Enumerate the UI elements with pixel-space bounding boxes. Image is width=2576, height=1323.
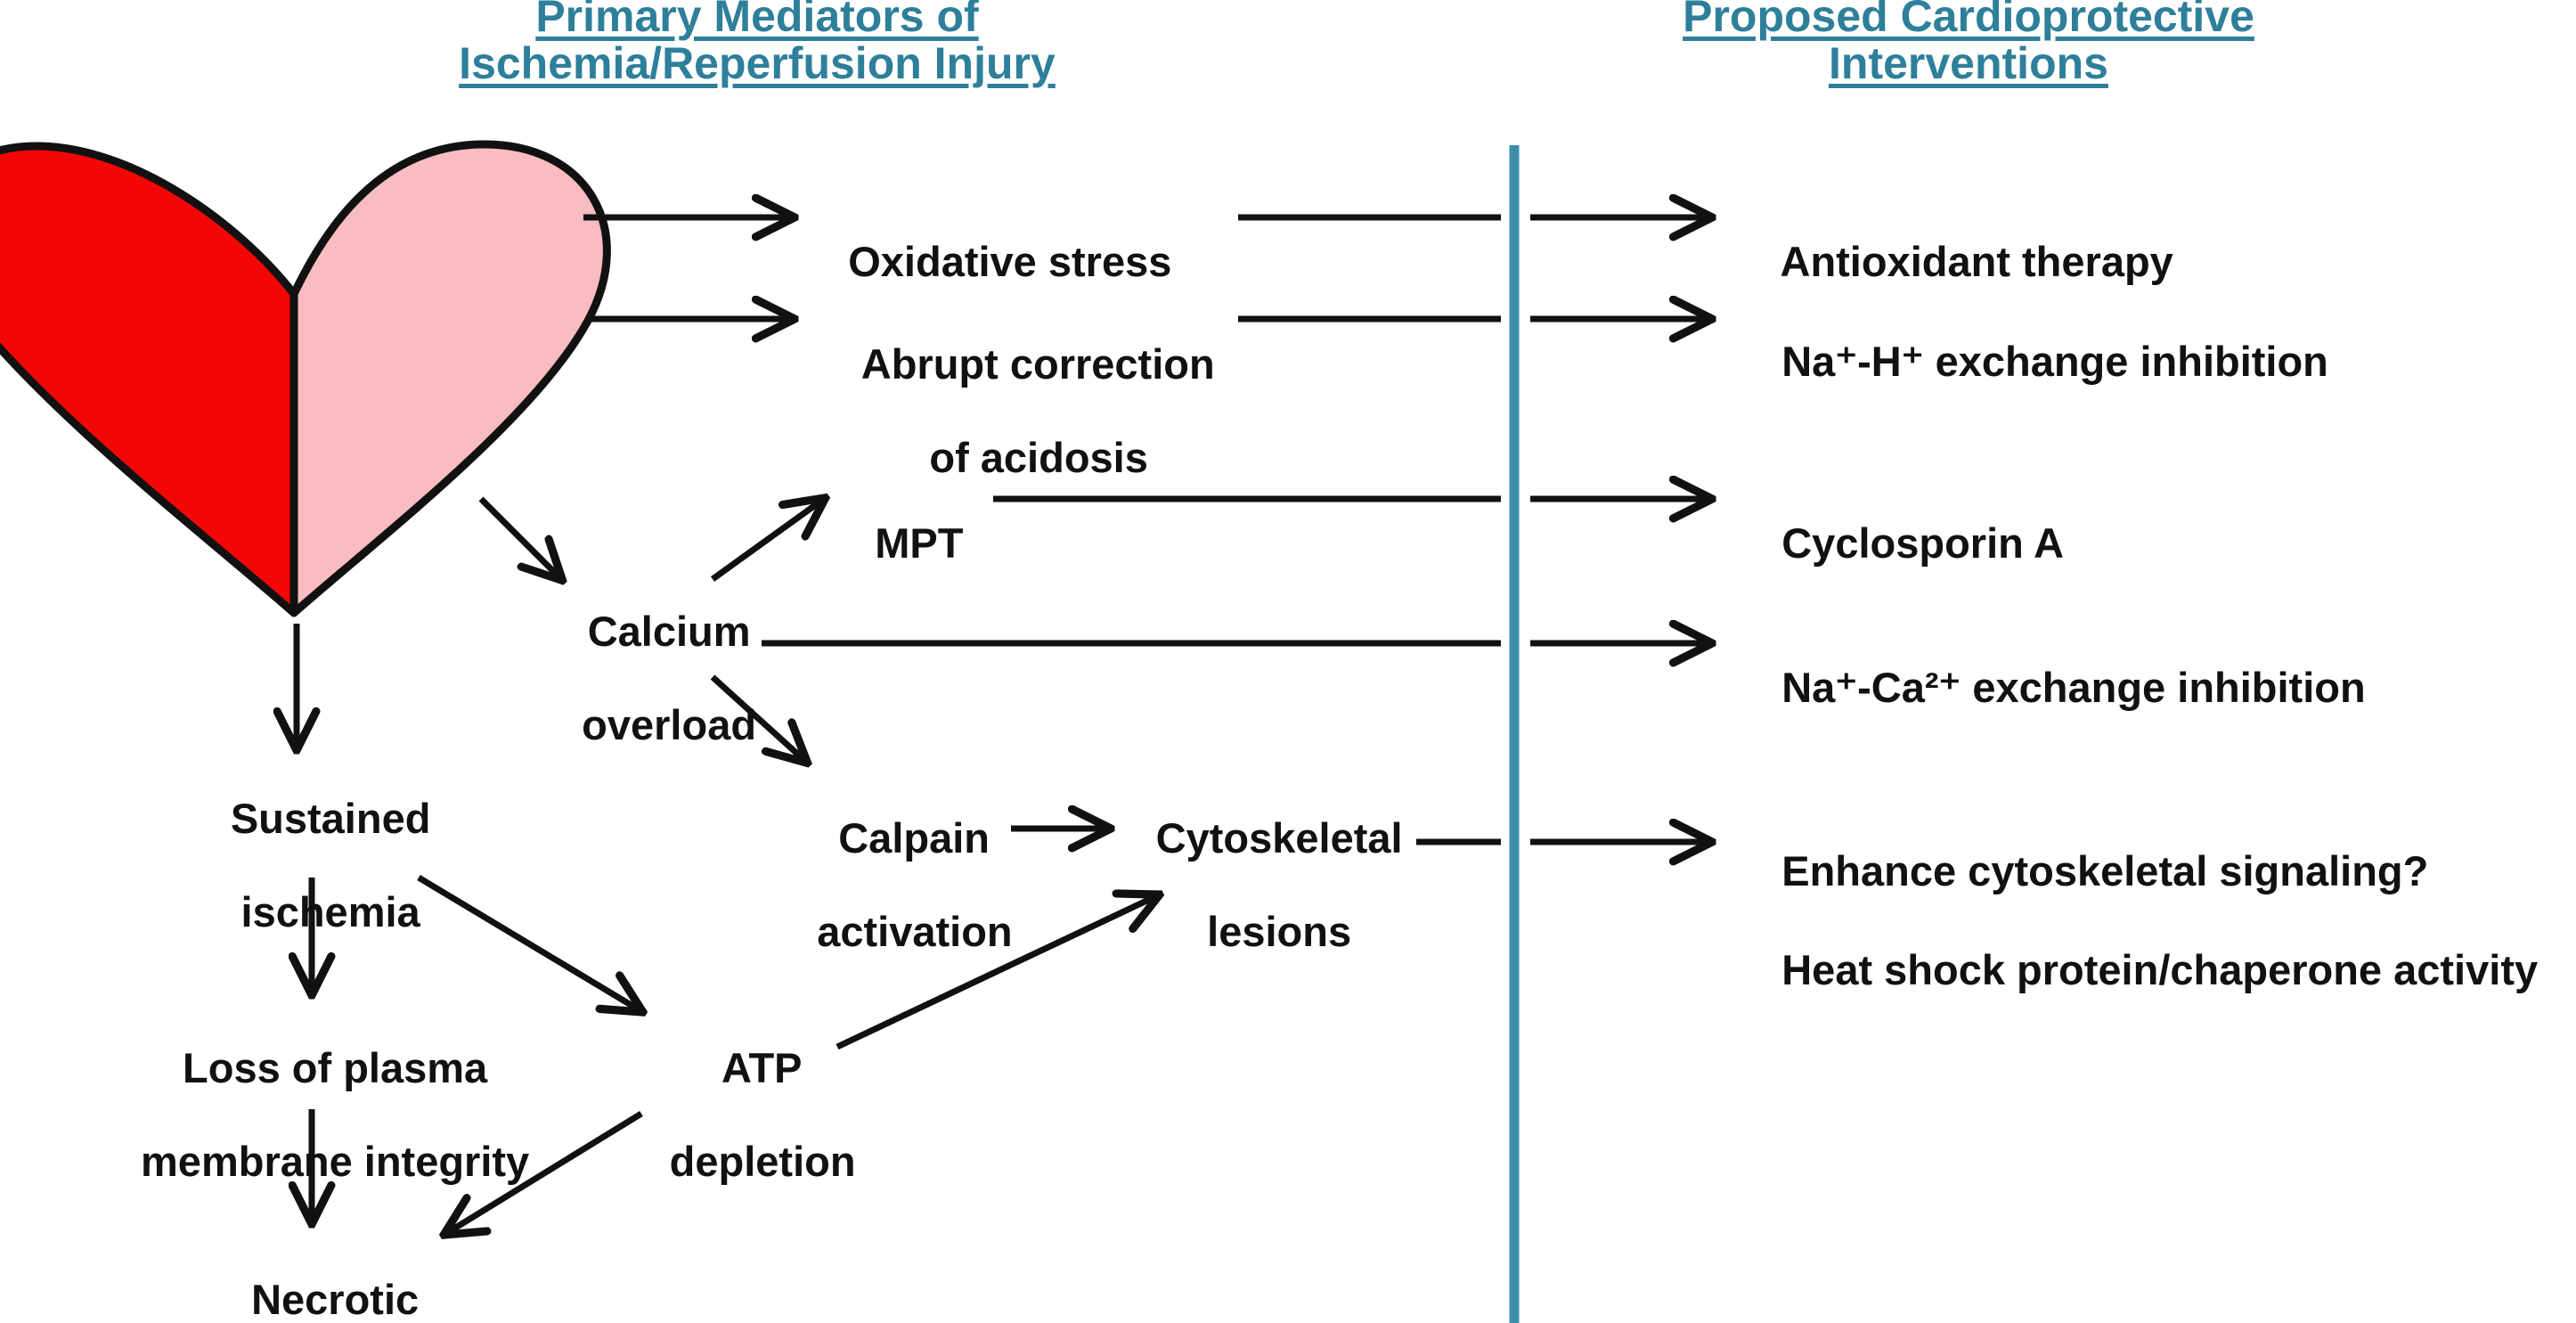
heading-left-line2: Ischemia/Reperfusion Injury [459,38,1056,88]
node-sustained-ischemia-line2: ischemia [240,887,420,935]
node-mpt-line1: MPT [875,519,964,567]
heart-left-half [0,142,298,617]
node-calpain-activation-line1: Calpain [838,813,990,862]
intervention-na-h-exchange-label: Na⁺-H⁺ exchange inhibition [1781,337,2328,385]
node-abrupt-correction-line1: Abrupt correction [860,339,1215,388]
node-atp-depletion-line1: ATP [721,1043,803,1091]
heading-left-line1: Primary Mediators of [535,0,979,41]
intervention-na-h-exchange-inhibition: Na⁺-H⁺ exchange inhibition [1735,291,2576,432]
intervention-antioxidant-therapy: Antioxidant therapy [1735,192,2537,332]
node-necrotic-death-line1: Necrotic [251,1275,420,1323]
heading-left: Primary Mediators of Ischemia/Reperfusio… [356,0,1158,87]
intervention-cyclosporin-a: Cyclosporin A [1735,473,2359,614]
node-abrupt-correction-line2: of acidosis [929,433,1148,481]
node-oxidative-stress: Oxidative stress [802,192,1229,332]
node-atp-depletion-line2: depletion [669,1137,856,1185]
heading-right-line2: Interventions [1829,38,2108,88]
node-cytoskeletal-lesions: Cytoskeletal lesions [1109,768,1403,1002]
arrow-sustained-ischemia-to-atp-depletion [417,874,641,1011]
node-calcium-overload: Calcium overload [526,561,766,796]
node-abrupt-correction-acidosis: Abrupt correction of acidosis [793,294,1238,528]
arrow-calcium-overload-to-calpain [710,674,806,762]
intervention-cyclosporin-a-label: Cyclosporin A [1781,519,2065,567]
node-necrotic-myocyte-death: Necrotic myocyte death [134,1229,490,1323]
node-sustained-ischemia: Sustained ischemia [174,748,441,983]
node-loss-plasma-membrane-integrity: Loss of plasma membrane integrity [85,998,539,1232]
node-loss-plasma-line1: Loss of plasma [183,1043,488,1091]
arrow-atp-depletion-to-cytoskeletal-lesions [836,895,1158,1050]
node-calpain-activation: Calpain activation [770,768,1013,1002]
heart-diagram [0,140,611,617]
intervention-enhance-cytoskeletal-signaling-label: Enhance cytoskeletal signaling? [1781,847,2429,895]
intervention-antioxidant-therapy-label: Antioxidant therapy [1780,237,2173,285]
node-calpain-activation-line2: activation [817,907,1013,955]
node-loss-plasma-line2: membrane integrity [141,1137,530,1185]
intervention-cytoskeletal-group: Enhance cytoskeletal signaling? Heat sho… [1735,797,2576,1044]
node-mpt: MPT [828,473,980,614]
node-cytoskeletal-lesions-line2: lesions [1207,907,1352,955]
heart-right-half [289,140,611,617]
node-calcium-overload-line1: Calcium [587,607,751,655]
arrow-atp-depletion-to-necrotic-death [445,1111,643,1234]
intervention-na-ca-exchange-label: Na⁺-Ca²⁺ exchange inhibition [1781,663,2366,711]
arrow-calcium-overload-to-mpt [710,499,824,582]
heading-right: Proposed Cardioprotective Interventions [1568,0,2369,87]
intervention-na-ca-exchange-inhibition: Na⁺-Ca²⁺ exchange inhibition [1735,617,2576,758]
arrow-heart-to-calcium-overload [478,496,561,579]
node-atp-depletion: ATP depletion [615,998,864,1232]
node-sustained-ischemia-line1: Sustained [230,794,431,842]
heading-right-line1: Proposed Cardioprotective [1683,0,2254,41]
node-calcium-overload-line2: overload [582,700,757,748]
node-cytoskeletal-lesions-line1: Cytoskeletal [1155,813,1403,862]
intervention-heat-shock-protein-label: Heat shock protein/chaperone activity [1781,946,2539,994]
node-oxidative-stress-line1: Oxidative stress [848,237,1172,285]
